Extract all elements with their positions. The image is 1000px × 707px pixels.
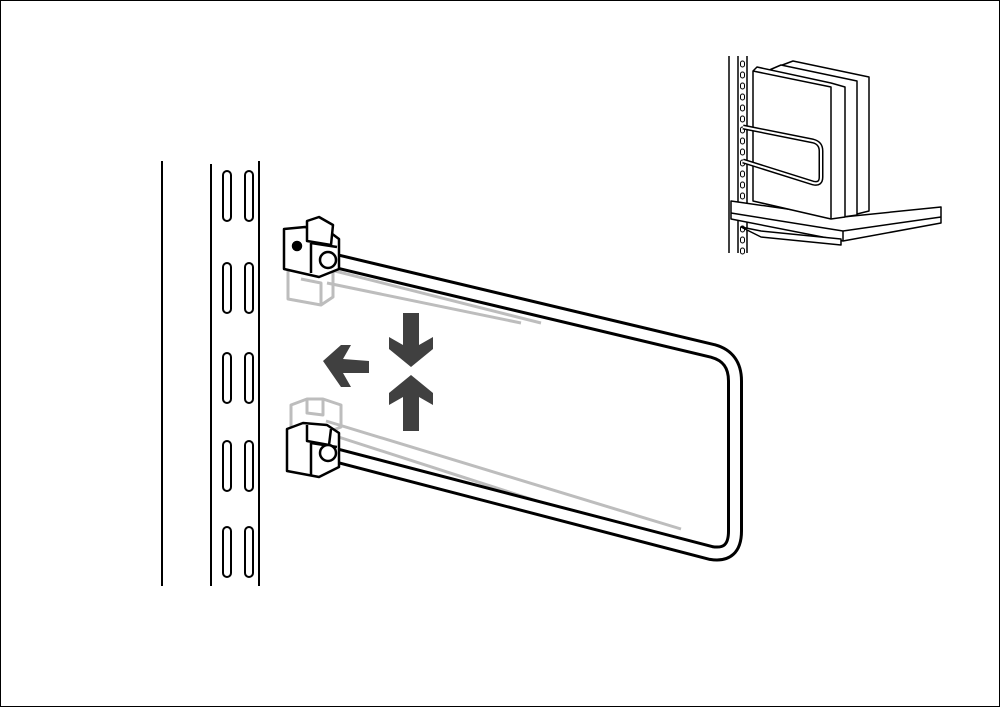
upright-slot xyxy=(222,170,232,222)
upright-slot xyxy=(222,526,232,578)
inset-upright-slot xyxy=(740,192,745,200)
ghost-arm-top-inner xyxy=(326,281,522,325)
upright-slot xyxy=(222,440,232,492)
upright-slot xyxy=(222,262,232,314)
inset-upright-slot xyxy=(740,115,745,123)
clip-bottom-wire-end xyxy=(318,443,338,463)
inset-bracket-wire-inner xyxy=(742,126,822,185)
ghost-clip-bottom-tab xyxy=(305,399,325,417)
inset-upright-slot xyxy=(740,60,745,68)
squeeze-arrow-down xyxy=(389,313,433,367)
inset-upright-slot xyxy=(740,137,745,145)
inset-upright-slot xyxy=(740,247,745,255)
inset-upright-slot xyxy=(740,93,745,101)
ghost-arm-bottom xyxy=(325,419,682,531)
inset-upright-slot xyxy=(740,104,745,112)
insert-arrow-icon xyxy=(323,345,369,387)
upright-slot xyxy=(244,526,254,578)
bracket-clip-top xyxy=(282,215,341,279)
ghost-arm-top xyxy=(326,267,542,325)
ghost-clip-top-face xyxy=(300,277,323,305)
inset-upright-slot xyxy=(740,82,745,90)
upright-slot xyxy=(244,170,254,222)
clip-top-face xyxy=(309,241,338,273)
inset-upright-slots xyxy=(740,60,745,255)
inset-shelf-support xyxy=(740,226,842,246)
clip-top-tab xyxy=(305,215,335,247)
inset-upright-slot xyxy=(740,170,745,178)
upright-slot xyxy=(244,352,254,404)
clip-top-wire-end xyxy=(318,250,338,270)
squeeze-arrows-icon xyxy=(389,313,433,431)
upright-slot xyxy=(222,352,232,404)
inset-upright-slot xyxy=(740,181,745,189)
inset-book-front-face xyxy=(752,70,832,219)
bracket-clip-bottom xyxy=(285,421,341,479)
upright-slots xyxy=(222,170,254,578)
inset-upright-slot xyxy=(740,148,745,156)
upright-slot xyxy=(244,440,254,492)
wall-upright xyxy=(161,161,260,586)
inset-upright-slot xyxy=(740,71,745,79)
clip-top-hole xyxy=(291,240,303,252)
inset-usage-illustration xyxy=(728,56,942,255)
bracket-ghost-position xyxy=(286,261,682,543)
squeeze-arrow-up xyxy=(389,375,433,431)
inset-upright-slot xyxy=(740,236,745,244)
inset-shelf-front xyxy=(730,212,942,232)
wire-bracket xyxy=(319,251,743,562)
insert-arrow-left xyxy=(323,345,369,387)
bracket-wire-fill xyxy=(322,254,740,559)
upright-slot xyxy=(244,262,254,314)
